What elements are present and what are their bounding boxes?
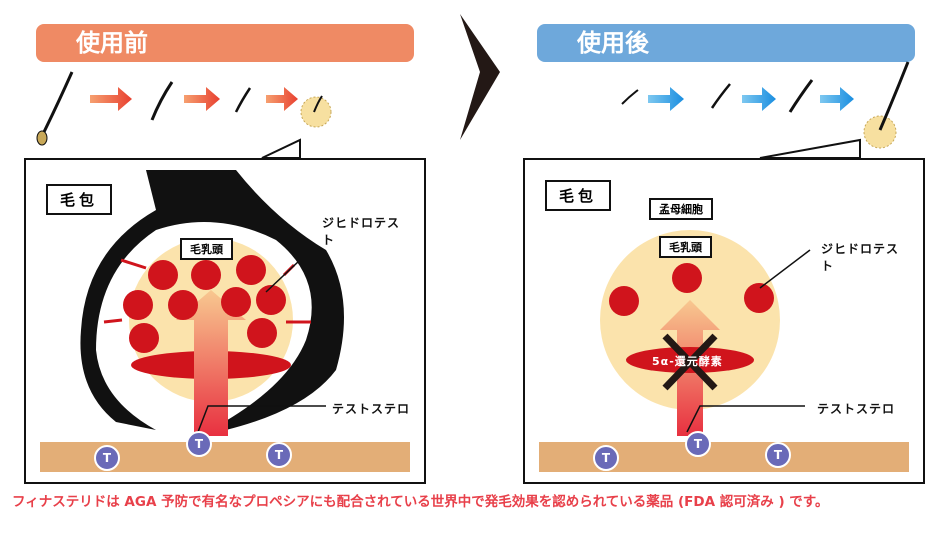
before-follicle-illustration — [80, 170, 344, 436]
after-hair-sequence — [621, 61, 910, 149]
arrow-icon — [742, 87, 776, 111]
follicle-label: 毛包 — [545, 180, 612, 211]
arrow-icon — [266, 87, 298, 111]
matrix-cell-label: 孟母細胞 — [649, 198, 713, 220]
testosterone-badge: T — [94, 445, 120, 471]
arrow-icon — [184, 87, 220, 111]
caption: フィナステリドは AGA 予防で有名なプロペシアにも配合されている世界中で発毛効… — [12, 494, 829, 510]
after-panel: 5α-還元酵素 毛包 孟母細胞 毛乳頭 ジヒドロテスト テストステロ T T T — [523, 158, 925, 484]
arrow-icon — [648, 87, 684, 111]
after-follicle-illustration — [600, 230, 811, 436]
before-panel: 毛包 毛乳頭 ジヒドロテスト テストステロ T T T — [24, 158, 426, 484]
dht-label: ジヒドロテスト — [322, 216, 401, 247]
testosterone-badge: T — [593, 445, 619, 471]
testosterone-badge: T — [765, 442, 791, 468]
dht-label: ジヒドロテスト — [821, 242, 900, 273]
before-banner: 使用前 — [36, 24, 414, 62]
transition-arrow-icon — [460, 14, 500, 140]
papilla-label: 毛乳頭 — [180, 238, 233, 260]
before-hair-sequence — [36, 71, 332, 146]
arrow-icon — [90, 87, 132, 111]
blocked-x-icon — [662, 333, 718, 391]
testosterone-label: テストステロ — [332, 402, 411, 416]
testosterone-label: テストステロ — [817, 402, 896, 416]
enzyme-label: 5α-還元酵素 — [652, 355, 723, 368]
testosterone-badge: T — [266, 442, 292, 468]
testosterone-badge: T — [685, 431, 711, 457]
testosterone-badge: T — [186, 431, 212, 457]
arrow-icon — [820, 87, 854, 111]
follicle-label: 毛包 — [46, 184, 113, 215]
after-banner: 使用後 — [537, 24, 915, 62]
papilla-label: 毛乳頭 — [659, 236, 712, 258]
